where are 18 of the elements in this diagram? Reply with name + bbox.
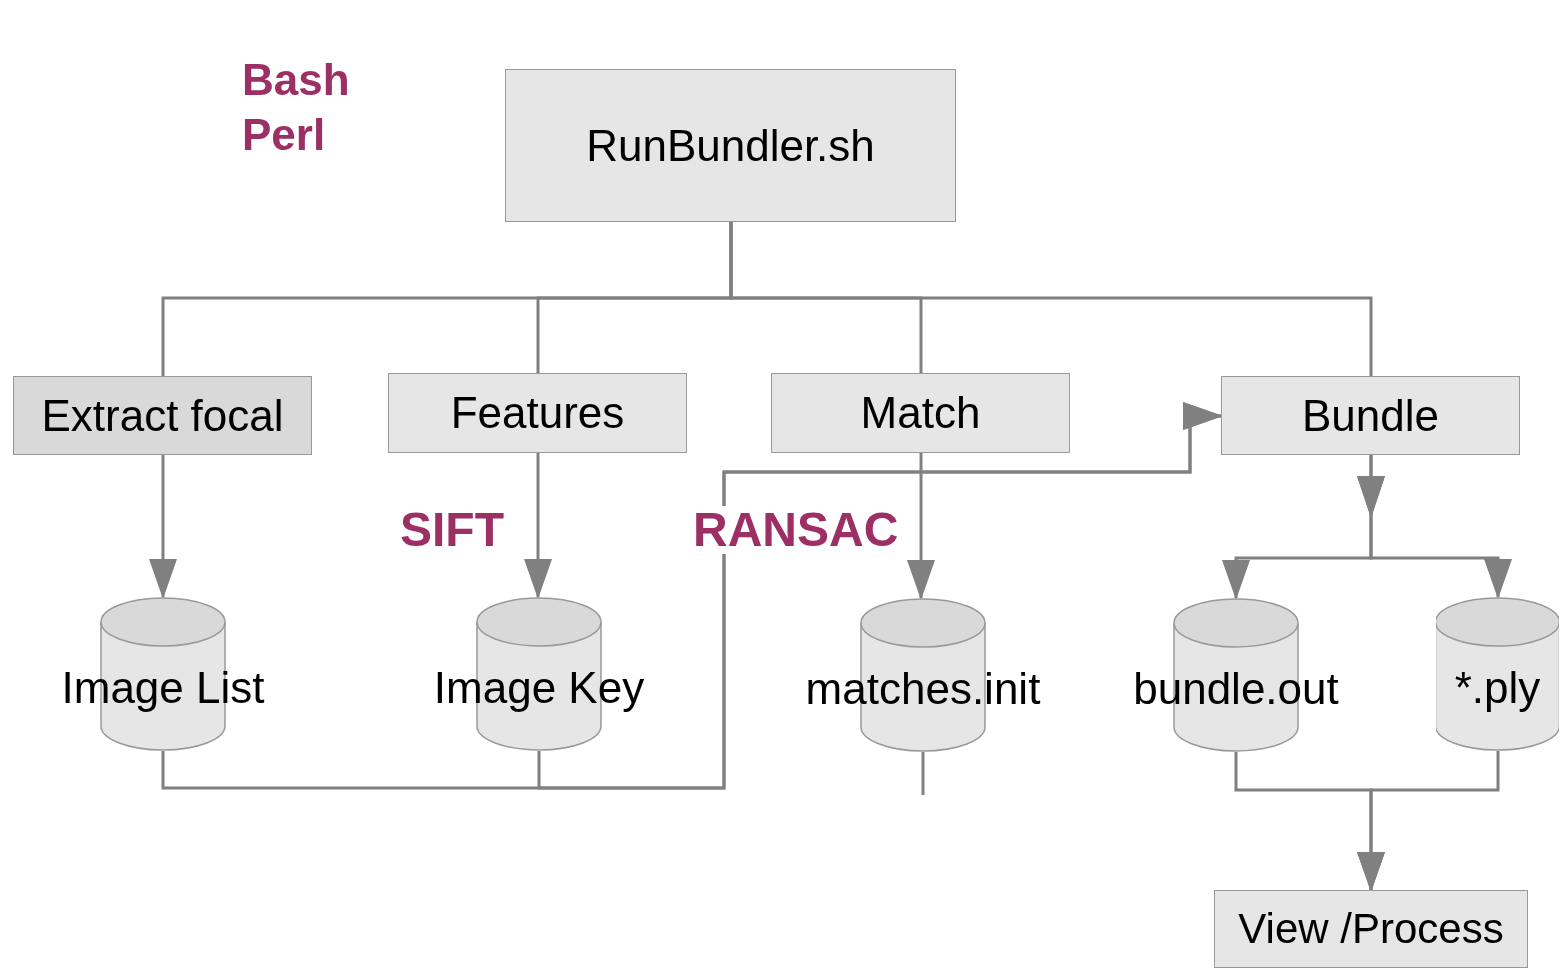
box-label: RunBundler.sh bbox=[586, 123, 875, 168]
cylinder-label: matches.init bbox=[805, 667, 1041, 711]
process-box bbox=[771, 373, 1070, 453]
cylinder-label: Image List bbox=[61, 666, 265, 710]
process-box bbox=[1214, 890, 1528, 968]
process-box bbox=[13, 376, 312, 455]
process-box bbox=[388, 373, 687, 453]
annotation-label: RANSAC bbox=[693, 506, 899, 554]
cylinder-label: bundle.out bbox=[1133, 667, 1339, 711]
cylinder-label: Image Key bbox=[433, 666, 645, 710]
process-box bbox=[505, 69, 956, 222]
box-label: Bundle bbox=[1302, 393, 1439, 438]
cylinder-label: *.ply bbox=[1454, 666, 1541, 710]
process-box bbox=[1221, 376, 1520, 455]
box-label: Extract focal bbox=[41, 393, 284, 438]
box-label: Match bbox=[860, 391, 981, 435]
box-label: Features bbox=[450, 391, 625, 435]
box-label: View /Process bbox=[1238, 908, 1504, 950]
